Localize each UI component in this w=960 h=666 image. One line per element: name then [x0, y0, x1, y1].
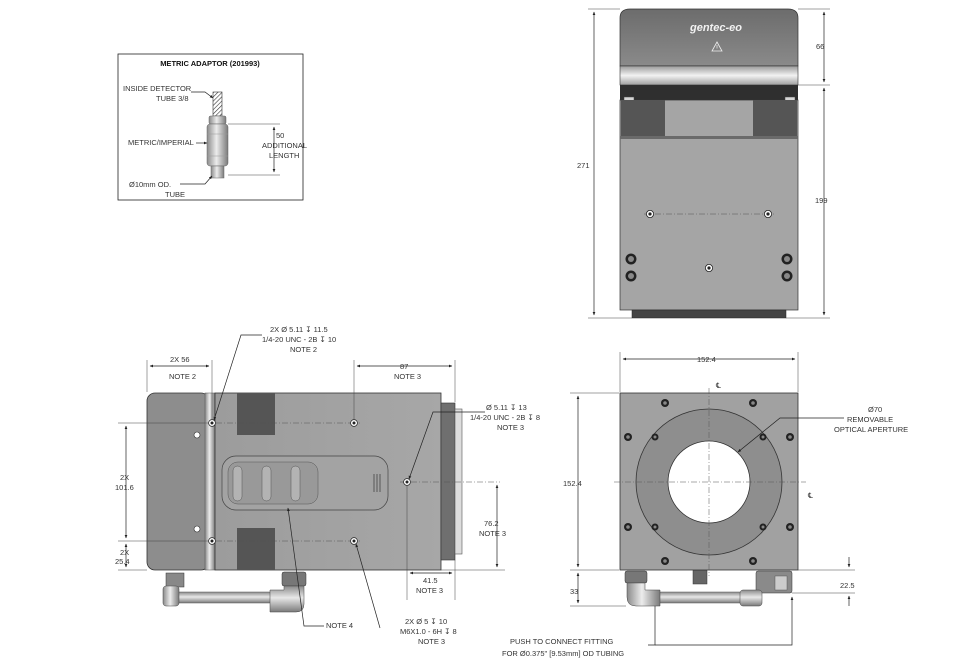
- warning-icon: [711, 41, 723, 52]
- dim-width: 152.4: [697, 355, 716, 364]
- screw: [749, 399, 757, 407]
- screw: [625, 253, 637, 265]
- screw: [651, 433, 659, 441]
- mount-hole: [350, 537, 358, 545]
- adaptor-label-tube-1: Ø10mm OD.: [129, 180, 171, 189]
- fitting-note-1: PUSH TO CONNECT FITTING: [510, 637, 614, 646]
- dim-1016-b: 101.6: [115, 483, 134, 492]
- screw: [625, 270, 637, 282]
- screw: [749, 557, 757, 565]
- top-view: gentec-eo 271 66 199: [577, 8, 830, 319]
- screw: [759, 523, 767, 531]
- callout-hole-a-3: NOTE 2: [290, 345, 317, 354]
- aperture-callout-3: OPTICAL APERTURE: [834, 425, 908, 434]
- brand-logo: gentec-eo: [689, 22, 742, 34]
- fitting-elbow: [269, 571, 307, 613]
- dim-225: 22.5: [840, 581, 855, 590]
- dim-415-note: NOTE 3: [416, 586, 443, 595]
- fitting-elbow: [624, 570, 661, 607]
- adaptor-label-metric: METRIC/IMPERIAL: [128, 138, 194, 147]
- screw: [661, 399, 669, 407]
- screw: [624, 523, 632, 531]
- aperture-callout-1: Ø70: [868, 405, 882, 414]
- adaptor-label-tube-2: TUBE: [165, 190, 185, 199]
- mount-hole: [350, 419, 358, 427]
- screw: [786, 523, 794, 531]
- dim-254-a: 2X: [120, 548, 129, 557]
- dim-height: 152.4: [563, 479, 582, 488]
- fitting-note-2: FOR Ø0.375" [9.53mm] OD TUBING: [502, 649, 624, 658]
- screw: [661, 557, 669, 565]
- dim-1016-a: 2X: [120, 473, 129, 482]
- callout-hole-b-3: NOTE 3: [497, 423, 524, 432]
- callout-hole-b-1: Ø 5.11 ↧ 13: [486, 403, 527, 412]
- callout-hole-c-2: M6X1.0 - 6H ↧ 8: [400, 627, 457, 636]
- screw: [786, 433, 794, 441]
- dim-271: 271: [577, 161, 590, 170]
- dim-2x56: 2X 56: [170, 355, 190, 364]
- callout-hole-a-2: 1/4-20 UNC - 2B ↧ 10: [262, 335, 336, 344]
- dim-199: 199: [815, 196, 828, 205]
- dim-762-note: NOTE 3: [479, 529, 506, 538]
- callout-hole-c-3: NOTE 3: [418, 637, 445, 646]
- dim-87: 87: [400, 362, 408, 371]
- dim-415: 41.5: [423, 576, 438, 585]
- adaptor-length-2: LENGTH: [269, 151, 299, 160]
- centerline-mark-right: ℄: [807, 491, 814, 500]
- mount-hole: [646, 209, 655, 218]
- adaptor-label-inside-1: INSIDE DETECTOR: [123, 84, 192, 93]
- mount-hole: [208, 537, 216, 545]
- adaptor-length-1: ADDITIONAL: [262, 141, 307, 150]
- side-view: 2X Ø 5.11 ↧ 11.5 1/4-20 UNC - 2B ↧ 10 NO…: [115, 325, 540, 646]
- mount-hole: [764, 209, 773, 218]
- fitting-elbow: [162, 572, 185, 607]
- aperture-callout-2: REMOVABLE: [847, 415, 893, 424]
- callout-hole-c-1: 2X Ø 5 ↧ 10: [405, 617, 447, 626]
- dim-2x56-note: NOTE 2: [169, 372, 196, 381]
- screw: [759, 433, 767, 441]
- fitting-elbow: [739, 570, 793, 607]
- mount-hole: [705, 263, 714, 272]
- screw: [624, 433, 632, 441]
- metric-adaptor-inset: METRIC ADAPTOR (201993) INSIDE DETECTOR …: [117, 53, 307, 201]
- dim-87-note: NOTE 3: [394, 372, 421, 381]
- callout-hole-a-1: 2X Ø 5.11 ↧ 11.5: [270, 325, 328, 334]
- adaptor-title: METRIC ADAPTOR (201993): [160, 59, 260, 68]
- dim-33: 33: [570, 587, 578, 596]
- screw: [651, 523, 659, 531]
- adaptor-length-value: 50: [276, 131, 284, 140]
- callout-hole-b-2: 1/4-20 UNC - 2B ↧ 8: [470, 413, 540, 422]
- adaptor-label-inside-2: TUBE 3/8: [156, 94, 189, 103]
- mount-hole: [403, 478, 411, 486]
- note-4: NOTE 4: [326, 621, 353, 630]
- dim-66: 66: [816, 42, 824, 51]
- dim-762: 76.2: [484, 519, 499, 528]
- screw: [781, 253, 793, 265]
- front-view: ℄ ℄ 152.4 152.4 Ø70 REMOVABLE OPTICAL AP…: [502, 352, 908, 658]
- dim-254-b: 25.4: [115, 557, 130, 566]
- centerline-mark-top: ℄: [715, 381, 722, 390]
- mount-hole: [208, 419, 216, 427]
- screw: [781, 270, 793, 282]
